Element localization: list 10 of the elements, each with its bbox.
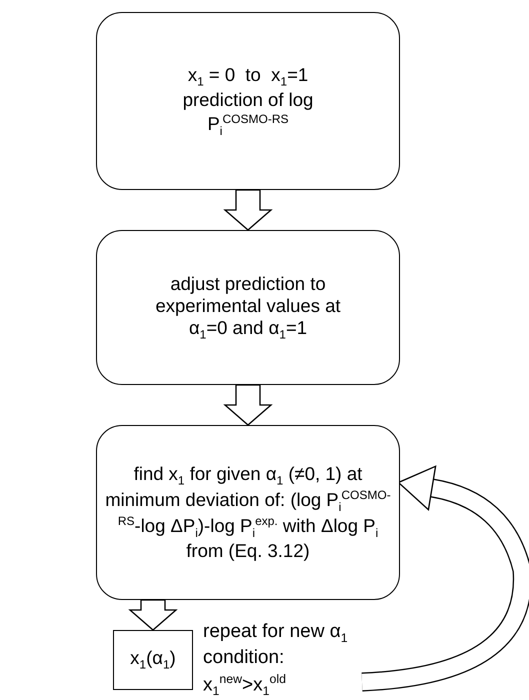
process-box [113, 630, 193, 690]
process-box [96, 230, 400, 385]
block-arrow [223, 189, 273, 231]
process-box [96, 425, 400, 600]
node-text: adjust prediction to experimental values at α$_{1}$=0 and α$_{1}$=1 [154, 272, 342, 342]
block-arrow [128, 599, 178, 631]
node-text: x$_{1}$(α$_{1}$) [130, 647, 176, 673]
block-arrow [223, 384, 273, 426]
curved-arrow [361, 465, 529, 692]
process-box [96, 12, 400, 190]
